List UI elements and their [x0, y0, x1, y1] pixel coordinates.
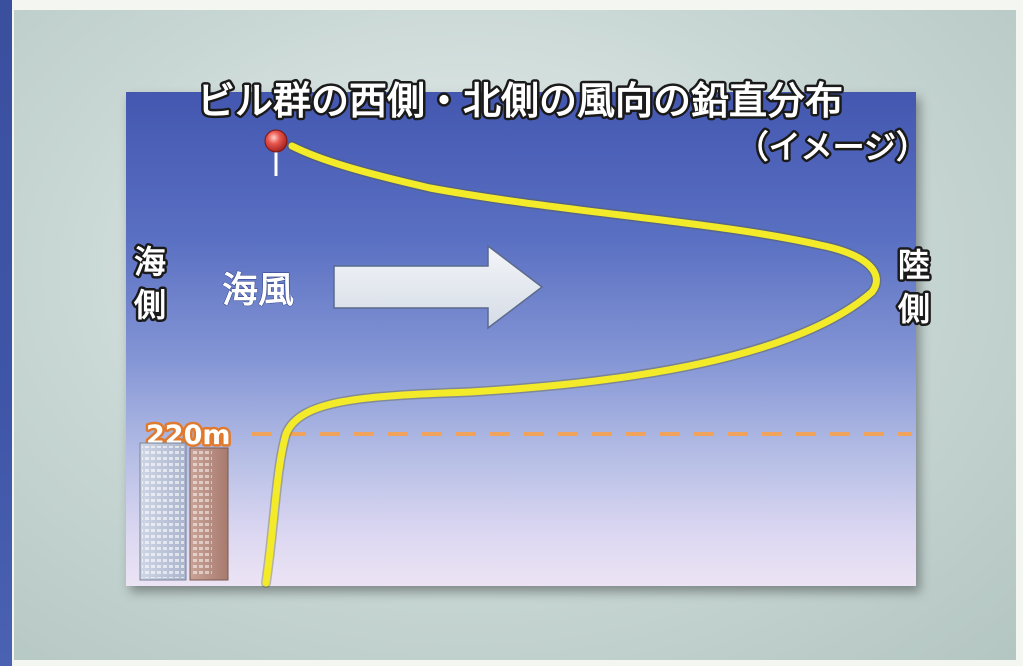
- wind-profile-curve-main: [262, 142, 880, 587]
- sea-side-label-char1: 海: [134, 243, 166, 281]
- building-tall-windows: [142, 446, 184, 578]
- height-label: 220m: [146, 420, 231, 451]
- diagram-subtitle: （イメージ）: [737, 128, 928, 166]
- sea-breeze-label: 海風: [222, 270, 294, 311]
- pin-marker-icon: [264, 129, 288, 176]
- diagram-title: ビル群の西側・北側の風向の鉛直分布: [197, 79, 843, 123]
- left-edge-strip: [0, 0, 12, 666]
- wind-direction-arrow: [333, 244, 544, 330]
- building-mid-windows: [192, 451, 212, 577]
- sea-side-label-char2: 側: [133, 286, 166, 324]
- building-group: [139, 442, 229, 581]
- land-side-label-char2: 側: [897, 290, 930, 328]
- land-side-label-char1: 陸: [898, 246, 930, 284]
